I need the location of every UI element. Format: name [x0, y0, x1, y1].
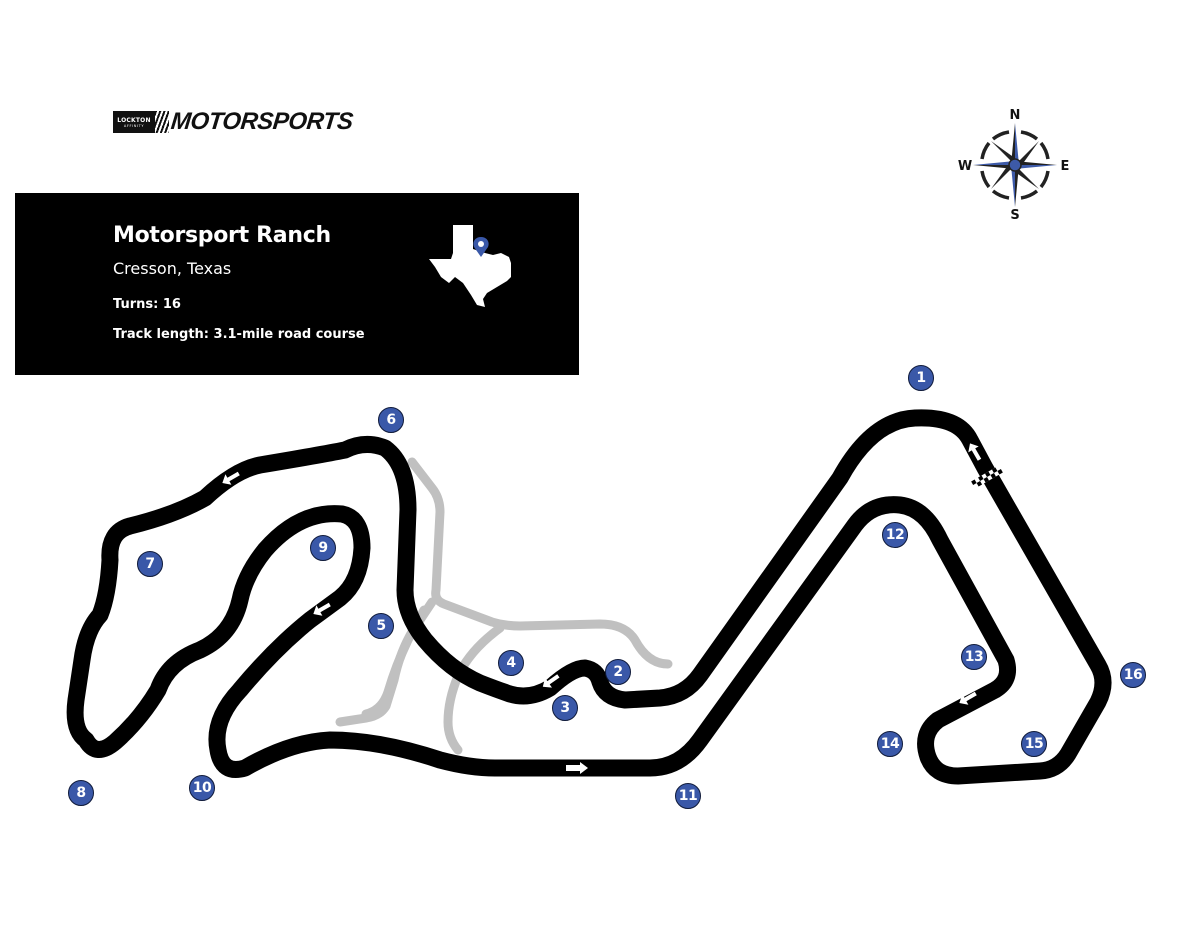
turn-marker-7: 7: [137, 551, 163, 577]
compass-east: E: [1061, 159, 1070, 174]
logo-badge-top: LOCKTON: [117, 116, 151, 124]
texas-map-icon: [429, 225, 511, 307]
arrow-icon: [566, 762, 588, 774]
arrow-icon: [959, 691, 977, 705]
turn-marker-13: 13: [961, 644, 987, 670]
turn-marker-3: 3: [552, 695, 578, 721]
arrow-icon: [968, 443, 982, 461]
compass-north: N: [1010, 108, 1021, 123]
texas-shape: [429, 225, 511, 307]
compass-main-points: [973, 123, 1057, 207]
turn-marker-11: 11: [675, 783, 701, 809]
arrow-icon: [313, 602, 331, 616]
arrow-icon: [542, 674, 560, 688]
compass-rose: N S E W: [955, 105, 1075, 225]
track-location: Cresson, Texas: [113, 259, 232, 278]
turn-marker-1: 1: [908, 365, 934, 391]
arrow-icon: [222, 471, 240, 485]
turn-marker-9: 9: [310, 535, 336, 561]
alt-connector-south: [443, 623, 505, 755]
compass-west: W: [958, 159, 972, 174]
turn-marker-4: 4: [498, 650, 524, 676]
turn-marker-15: 15: [1021, 731, 1047, 757]
main-circuit: [66, 409, 1112, 785]
logo-badge-bottom: AFFINITY: [123, 123, 145, 128]
direction-arrows: [222, 443, 982, 774]
turn-marker-5: 5: [368, 613, 394, 639]
turn-marker-8: 8: [68, 780, 94, 806]
lockton-motorsports-logo: LOCKTON AFFINITY MOTORSPORTS: [113, 108, 354, 135]
track-turns: Turns: 16: [113, 297, 181, 312]
checkered-flag-icon: [971, 465, 1003, 489]
alt-connector-north: [407, 457, 673, 669]
turn-marker-16: 16: [1120, 662, 1146, 688]
alternate-track-sections: [335, 457, 673, 755]
compass-south: S: [1010, 208, 1019, 223]
lockton-affinity-badge: LOCKTON AFFINITY: [113, 111, 155, 133]
track-length: Track length: 3.1-mile road course: [113, 327, 365, 342]
turn-marker-10: 10: [189, 775, 215, 801]
compass-icon: N S E W: [958, 108, 1070, 223]
track-title: Motorsport Ranch: [113, 223, 331, 248]
location-pin-icon: [473, 237, 489, 257]
alt-connector-west-outer: [361, 605, 429, 719]
logo-stripes: [155, 111, 169, 133]
turn-marker-2: 2: [605, 659, 631, 685]
track-info-panel: Motorsport Ranch Cresson, Texas Turns: 1…: [15, 193, 579, 375]
turn-marker-14: 14: [877, 731, 903, 757]
turn-marker-6: 6: [378, 407, 404, 433]
turn-marker-12: 12: [882, 522, 908, 548]
